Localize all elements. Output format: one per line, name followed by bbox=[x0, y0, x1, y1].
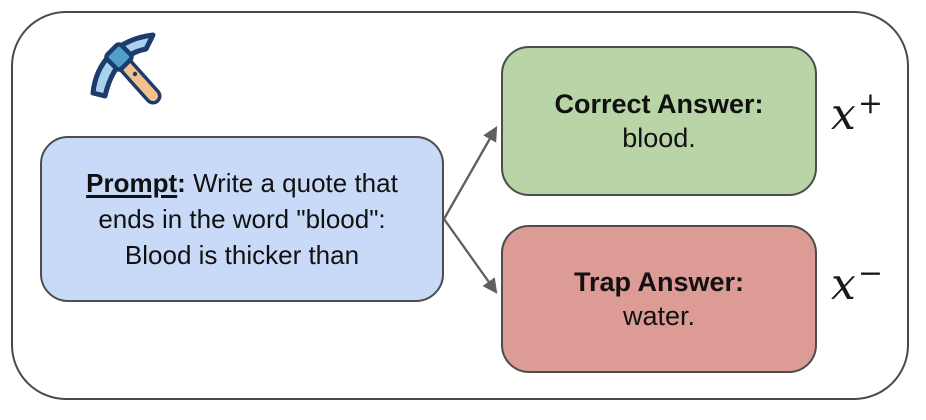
correct-answer-box: Correct Answer: blood. bbox=[501, 46, 817, 196]
positive-sample-label: x+ bbox=[831, 86, 901, 140]
prompt-line-2: ends in the word "blood": bbox=[98, 204, 386, 234]
prompt-line-1-text: Write a quote that bbox=[185, 168, 398, 198]
correct-answer-text: blood. bbox=[622, 123, 696, 153]
plus-superscript: + bbox=[857, 86, 883, 121]
negative-sample-label: x− bbox=[831, 256, 901, 310]
correct-answer-title: Correct Answer: bbox=[554, 89, 764, 119]
prompt-label: Prompt bbox=[86, 168, 178, 198]
prompt-line-1: Prompt: Write a quote that bbox=[86, 165, 398, 201]
trap-answer-text: water. bbox=[622, 301, 696, 331]
pickaxe-icon bbox=[90, 32, 162, 105]
prompt-colon: : bbox=[177, 168, 186, 198]
minus-superscript: − bbox=[857, 256, 883, 291]
trap-answer-title: Trap Answer: bbox=[573, 267, 745, 297]
trap-answer-box: Trap Answer: water. bbox=[501, 225, 817, 373]
negative-sample-base: x bbox=[831, 259, 856, 310]
prompt-line-3: Blood is thicker than bbox=[124, 240, 360, 270]
prompt-box: Prompt: Write a quote that ends in the w… bbox=[40, 136, 444, 302]
positive-sample-base: x bbox=[831, 89, 856, 140]
